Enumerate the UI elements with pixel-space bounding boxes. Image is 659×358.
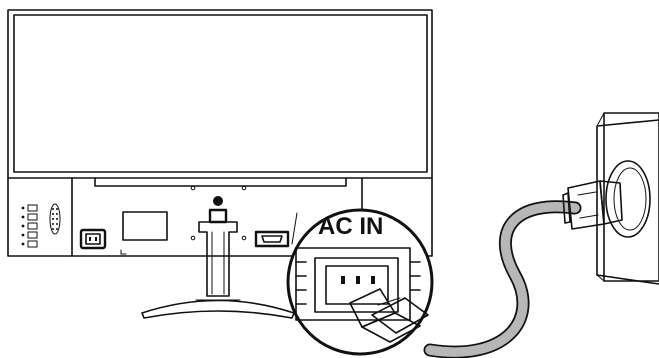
speaker-grille: [49, 203, 61, 235]
stand-base: [141, 299, 295, 319]
wall-plug: [562, 180, 623, 230]
zoom-callout: AC IN: [286, 208, 434, 356]
inlet-pin-mid: [356, 276, 360, 284]
screw-holes: [190, 185, 247, 241]
control-buttons: [21, 204, 38, 248]
socket-recess: [605, 160, 651, 238]
callout-label: AC IN: [318, 213, 383, 240]
monitor-panel: [13, 14, 428, 173]
mount-knob: [213, 196, 223, 206]
label-plate: [122, 211, 168, 241]
hdmi-port: [254, 230, 290, 248]
inlet-pin-right: [371, 276, 375, 284]
ac-inlet-small: [79, 228, 107, 250]
power-cable: [423, 200, 582, 358]
monitor-body: [7, 9, 433, 257]
inlet-pin-left: [341, 276, 345, 284]
wall-socket: [596, 112, 659, 285]
stand-neck: [198, 208, 238, 297]
